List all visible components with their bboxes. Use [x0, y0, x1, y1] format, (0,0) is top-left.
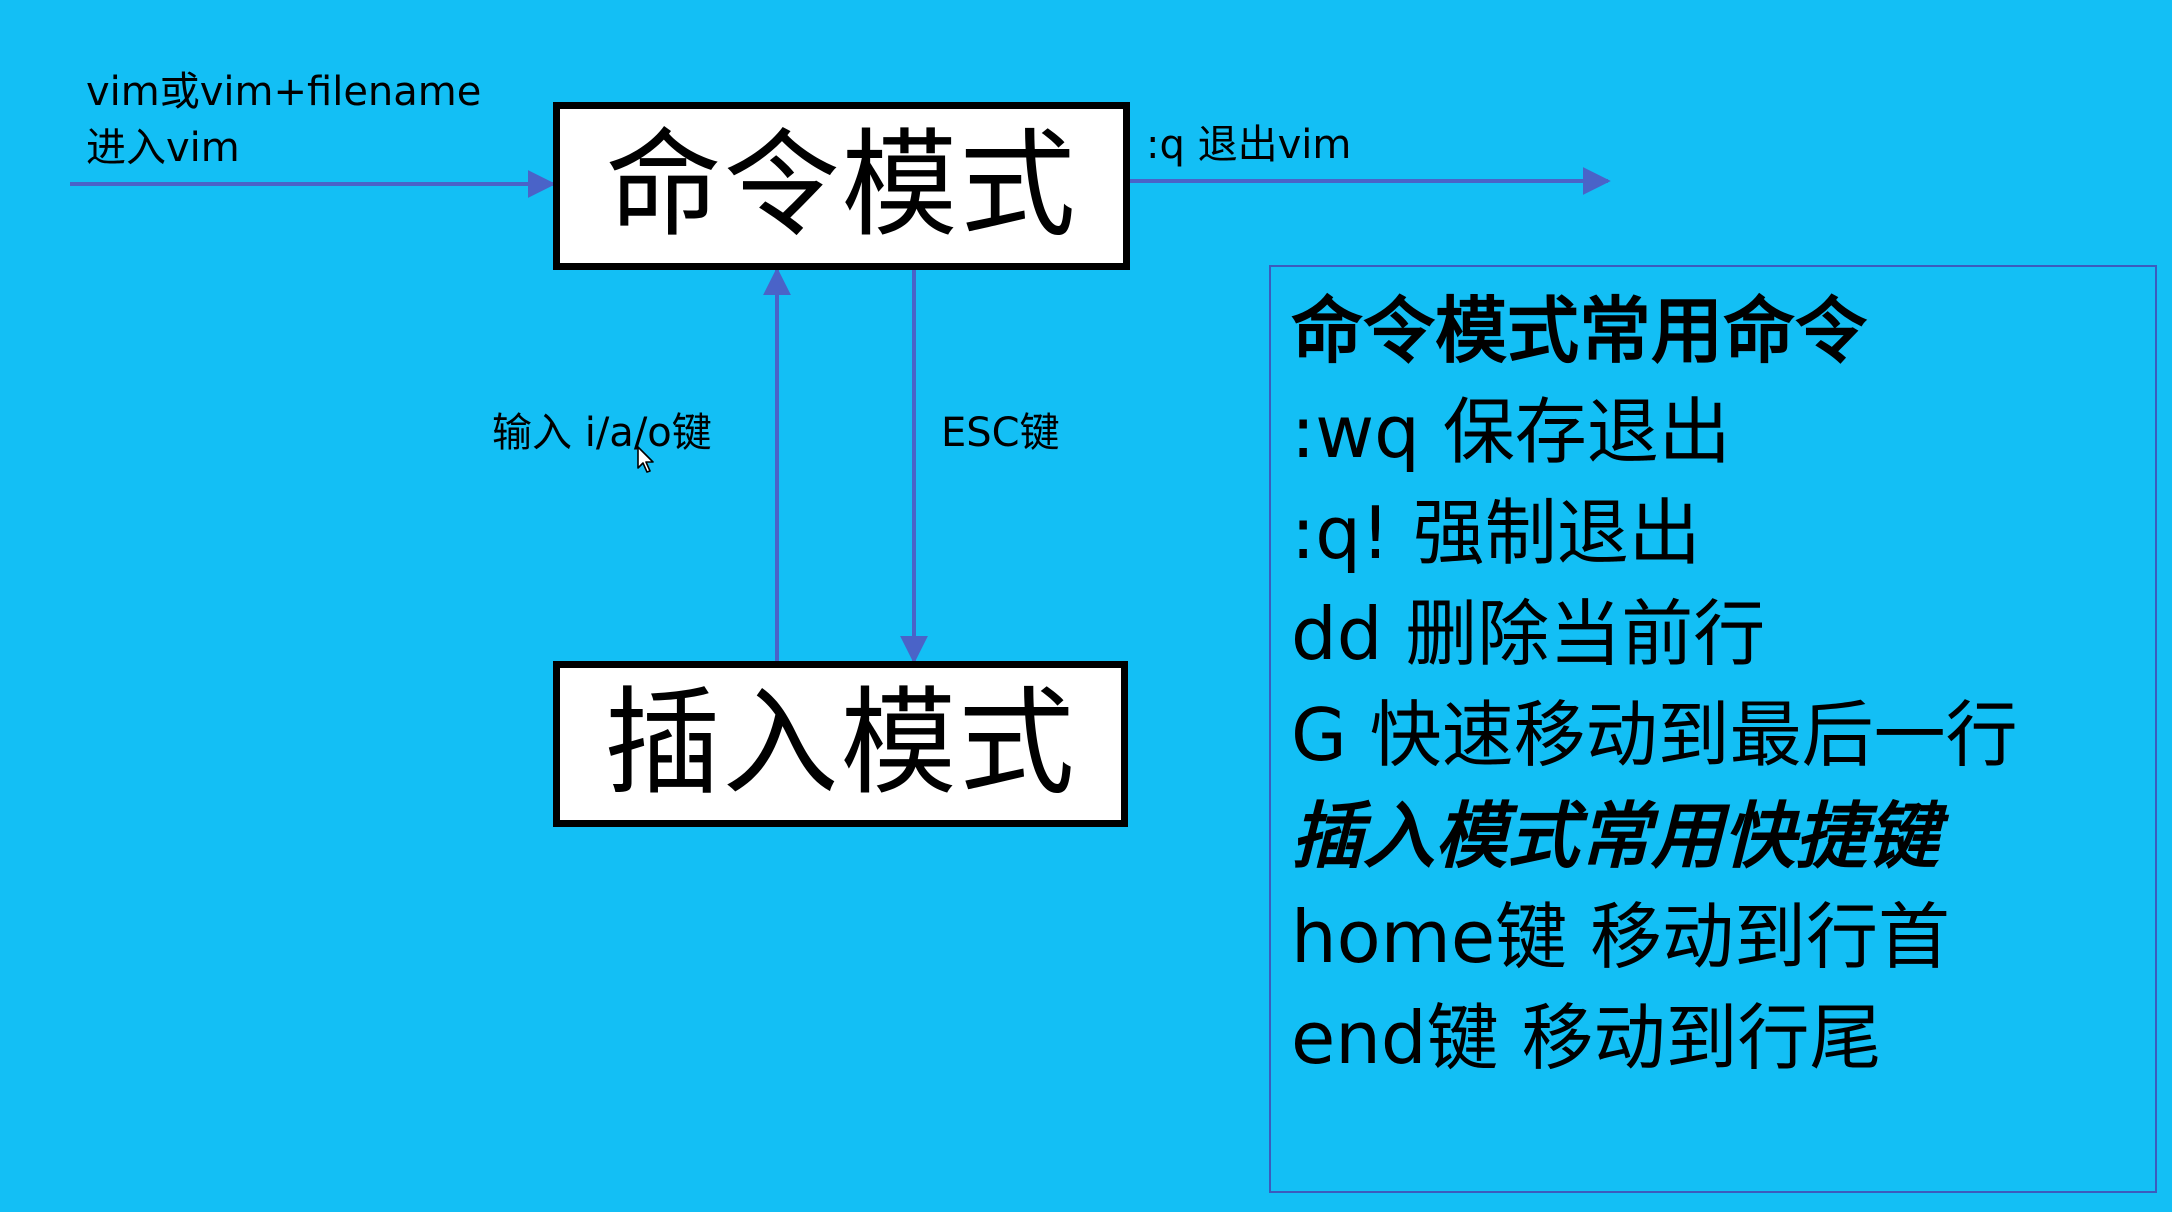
command-item: :wq 保存退出 — [1291, 390, 1731, 474]
to-command-label: ESC键 — [941, 410, 1060, 456]
to-insert-label: 输入 i/a/o键 — [492, 410, 712, 456]
shortcut-item: home键 移动到行首 — [1291, 895, 1951, 979]
mouse-pointer-icon — [637, 446, 654, 473]
insert-mode-box: 插入模式 — [553, 661, 1128, 827]
command-mode-label: 命令模式 — [605, 118, 1078, 253]
quit-vim-label: :q 退出vim — [1146, 122, 1352, 168]
insert-mode-label: 插入模式 — [604, 676, 1077, 811]
shortcut-item: end键 移动到行尾 — [1291, 996, 1882, 1080]
command-item: :q! 强制退出 — [1291, 491, 1701, 575]
enter-vim-label: vim或vim+filename 进入vim — [86, 64, 481, 176]
command-item: G 快速移动到最后一行 — [1291, 693, 2018, 777]
command-item: dd 删除当前行 — [1291, 592, 1766, 676]
command-mode-heading: 命令模式常用命令 — [1291, 289, 1868, 373]
enter-vim-label-line1: vim或vim+filename — [86, 69, 482, 115]
insert-mode-heading: 插入模式常用快捷键 — [1291, 794, 1940, 878]
command-mode-box: 命令模式 — [553, 102, 1130, 270]
enter-vim-label-line2: 进入vim — [86, 125, 240, 171]
commands-panel: 命令模式常用命令 :wq 保存退出 :q! 强制退出 dd 删除当前行 G 快速… — [1269, 265, 2157, 1193]
